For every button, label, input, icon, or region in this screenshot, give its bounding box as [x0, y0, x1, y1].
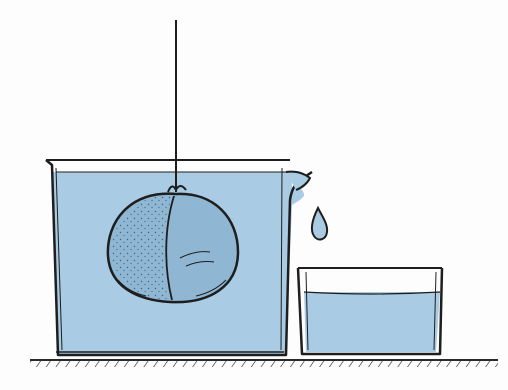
catch-beaker-icon — [296, 267, 444, 356]
water-drop-icon — [310, 205, 329, 241]
submerged-object-icon — [106, 185, 240, 304]
bench-surface — [30, 359, 498, 367]
